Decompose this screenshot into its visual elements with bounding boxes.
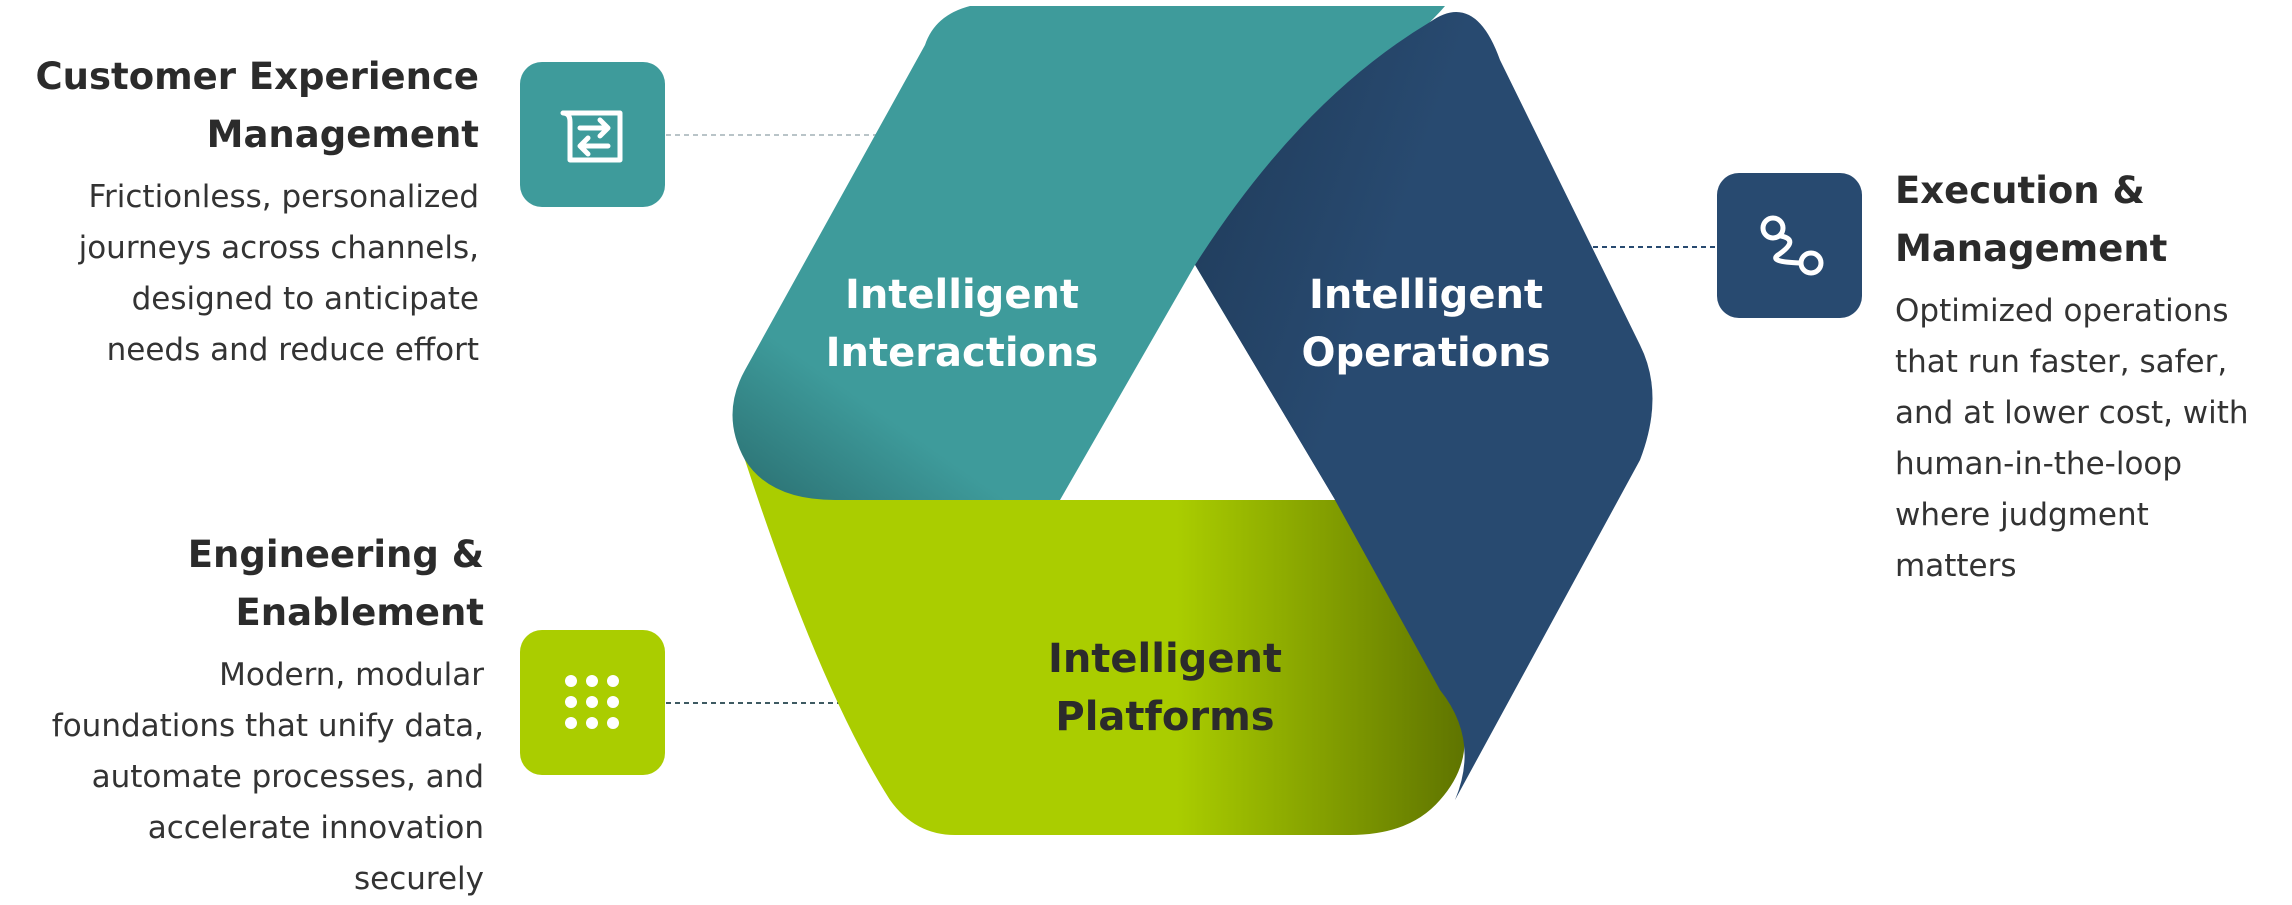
execution-desc-line: matters <box>1895 548 2017 584</box>
engineering-block: Engineering & Enablement Modern, modular… <box>0 526 484 905</box>
execution-description: Optimized operations that run faster, sa… <box>1895 286 2285 592</box>
segment-platforms-label-line1: Intelligent <box>1048 636 1282 682</box>
execution-desc-line: where judgment <box>1895 497 2149 533</box>
cx-desc-line: designed to anticipate <box>131 281 479 317</box>
route-path-icon <box>1760 215 1824 276</box>
engineering-icon-tile <box>520 630 665 775</box>
engineering-title-line1: Engineering & <box>187 533 484 576</box>
segment-operations-label-line2: Operations <box>1301 330 1550 376</box>
grid-dots-icon <box>565 675 619 729</box>
engineering-desc-line: accelerate innovation <box>147 810 484 846</box>
execution-icon-tile <box>1717 173 1862 318</box>
cx-icon-tile <box>520 62 665 207</box>
engineering-title: Engineering & Enablement <box>0 526 484 642</box>
segment-operations-band <box>1195 11 1653 801</box>
engineering-desc-line: Modern, modular <box>219 657 484 693</box>
swap-arrows-icon <box>560 110 623 163</box>
segment-interactions-label-line2: Interactions <box>826 330 1099 376</box>
engineering-desc-line: securely <box>353 861 484 897</box>
engineering-description: Modern, modular foundations that unify d… <box>0 650 484 905</box>
cx-title: Customer Experience Management <box>0 48 479 164</box>
execution-desc-line: Optimized operations <box>1895 293 2229 329</box>
cx-title-line1: Customer Experience <box>35 55 479 98</box>
engineering-desc-line: foundations that unify data, <box>51 708 484 744</box>
segment-platforms-label-line2: Platforms <box>1055 694 1274 740</box>
execution-title-line2: Management <box>1895 227 2168 270</box>
execution-title: Execution & Management <box>1895 162 2285 278</box>
segment-operations-label-line1: Intelligent <box>1309 272 1543 318</box>
cx-description: Frictionless, personalized journeys acro… <box>0 172 479 376</box>
execution-desc-line: and at lower cost, with <box>1895 395 2249 431</box>
engineering-title-line2: Enablement <box>235 591 484 634</box>
execution-title-line1: Execution & <box>1895 169 2145 212</box>
cx-desc-line: journeys across channels, <box>78 230 479 266</box>
cx-desc-line: Frictionless, personalized <box>88 179 479 215</box>
cx-title-line2: Management <box>206 113 479 156</box>
execution-block: Execution & Management Optimized operati… <box>1895 162 2285 592</box>
segment-interactions-label-line1: Intelligent <box>845 272 1079 318</box>
center-triangle <box>1060 265 1335 500</box>
segment-interactions-band <box>732 6 1445 500</box>
segment-platforms-band <box>745 460 1465 835</box>
execution-desc-line: human-in-the-loop <box>1895 446 2183 482</box>
engineering-desc-line: automate processes, and <box>91 759 484 795</box>
execution-desc-line: that run faster, safer, <box>1895 344 2228 380</box>
cx-block: Customer Experience Management Frictionl… <box>0 48 479 376</box>
cx-desc-line: needs and reduce effort <box>106 332 479 368</box>
